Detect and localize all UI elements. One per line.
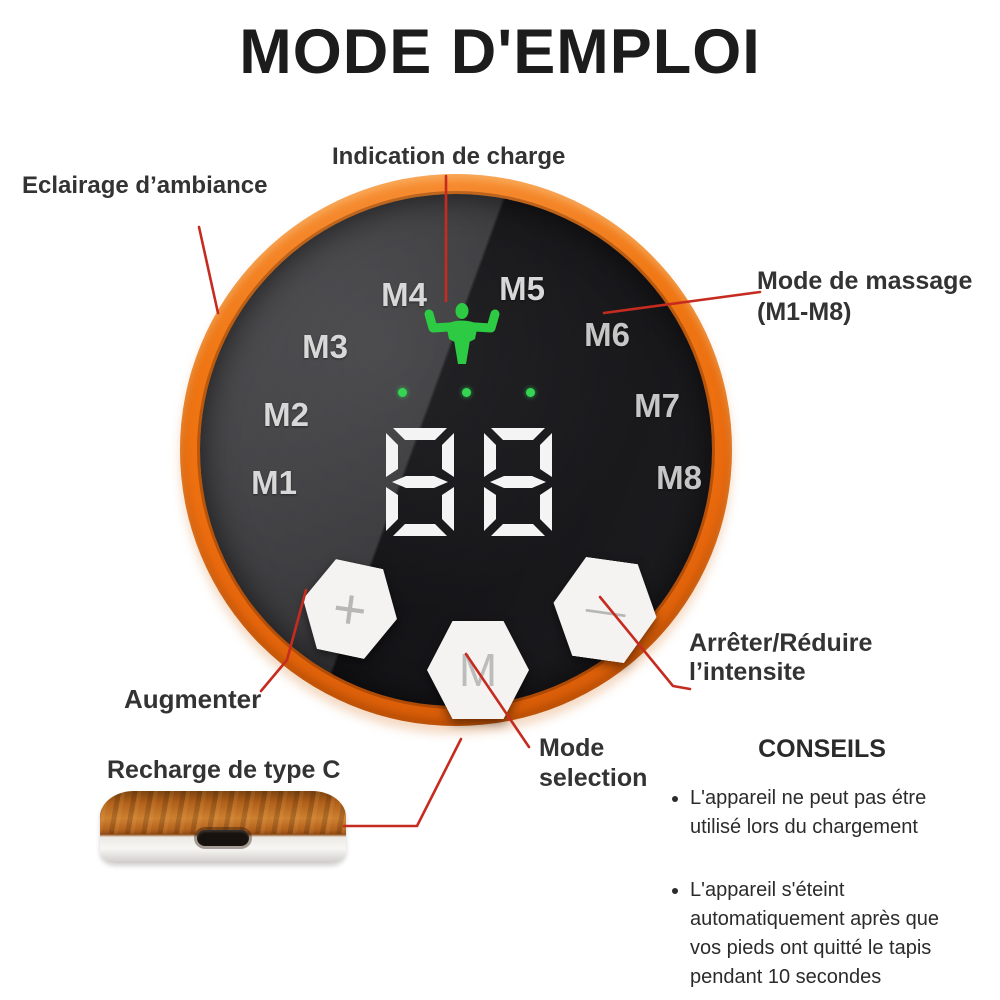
line-type-c [342,737,463,828]
muscle-figure-icon [424,303,500,364]
label-increase: Augmenter [124,684,262,714]
label-stop-reduce: Arrêter/Réduire l’intensite [689,629,872,687]
label-mode-selection: Mode selection [539,733,647,793]
charge-dot [398,388,407,397]
mode-label-m3: M3 [302,328,348,365]
tip-item: L'appareil ne peut pas étre utilisé lors… [690,784,962,842]
usb-c-port-icon [197,830,249,846]
tips-list: L'appareil ne peut pas étre utilisé lors… [666,784,978,992]
decrease-button-face: — [547,553,664,667]
increase-button-face: + [293,554,406,664]
tips-section: CONSEILS L'appareil ne peut pas étre uti… [666,735,978,1000]
label-ambient-light: Eclairage d’ambiance [22,172,268,199]
mode-label-m2: M2 [263,396,309,433]
mode-label-m4: M4 [381,276,427,313]
label-massage-mode-line1: Mode de massage [757,267,973,295]
mode-button-face: M [427,621,529,719]
label-mode-selection-line2: selection [539,764,648,792]
mode-label-m7: M7 [634,387,680,424]
mode-button: M [427,621,529,719]
mode-label-m5: M5 [499,270,545,307]
tips-heading: CONSEILS [758,735,886,763]
charge-dot [526,388,535,397]
decrease-button: — [553,560,657,660]
device-face: M1 M2 M3 M4 M5 M6 M7 M8 [200,194,712,719]
charge-dot [462,388,471,397]
tip-item: L'appareil s'éteint automatiquement aprè… [690,876,962,992]
mode-label-m8: M8 [656,459,702,496]
label-stop-reduce-line1: Arrêter/Réduire [689,629,873,657]
seven-segment-display [386,428,552,536]
plus-glyph: + [328,574,372,644]
label-stop-reduce-line2: l’intensite [689,658,806,686]
minus-glyph: — [583,585,627,634]
mode-glyph: M [458,644,498,696]
label-massage-mode-line2: (M1-M8) [757,298,852,326]
increase-button: + [302,563,398,655]
line-ambient-light [197,225,220,315]
charger-side-view [100,791,346,863]
page-title: MODE D'EMPLOI [239,17,761,87]
label-charge-indicator: Indication de charge [332,143,566,170]
label-massage-mode: Mode de massage (M1-M8) [757,266,972,328]
label-mode-selection-line1: Mode [539,734,605,762]
massager-device: M1 M2 M3 M4 M5 M6 M7 M8 [180,174,732,726]
mode-label-m1: M1 [251,464,297,501]
label-type-c-recharge: Recharge de type C [107,756,341,784]
mode-label-m6: M6 [584,316,630,353]
